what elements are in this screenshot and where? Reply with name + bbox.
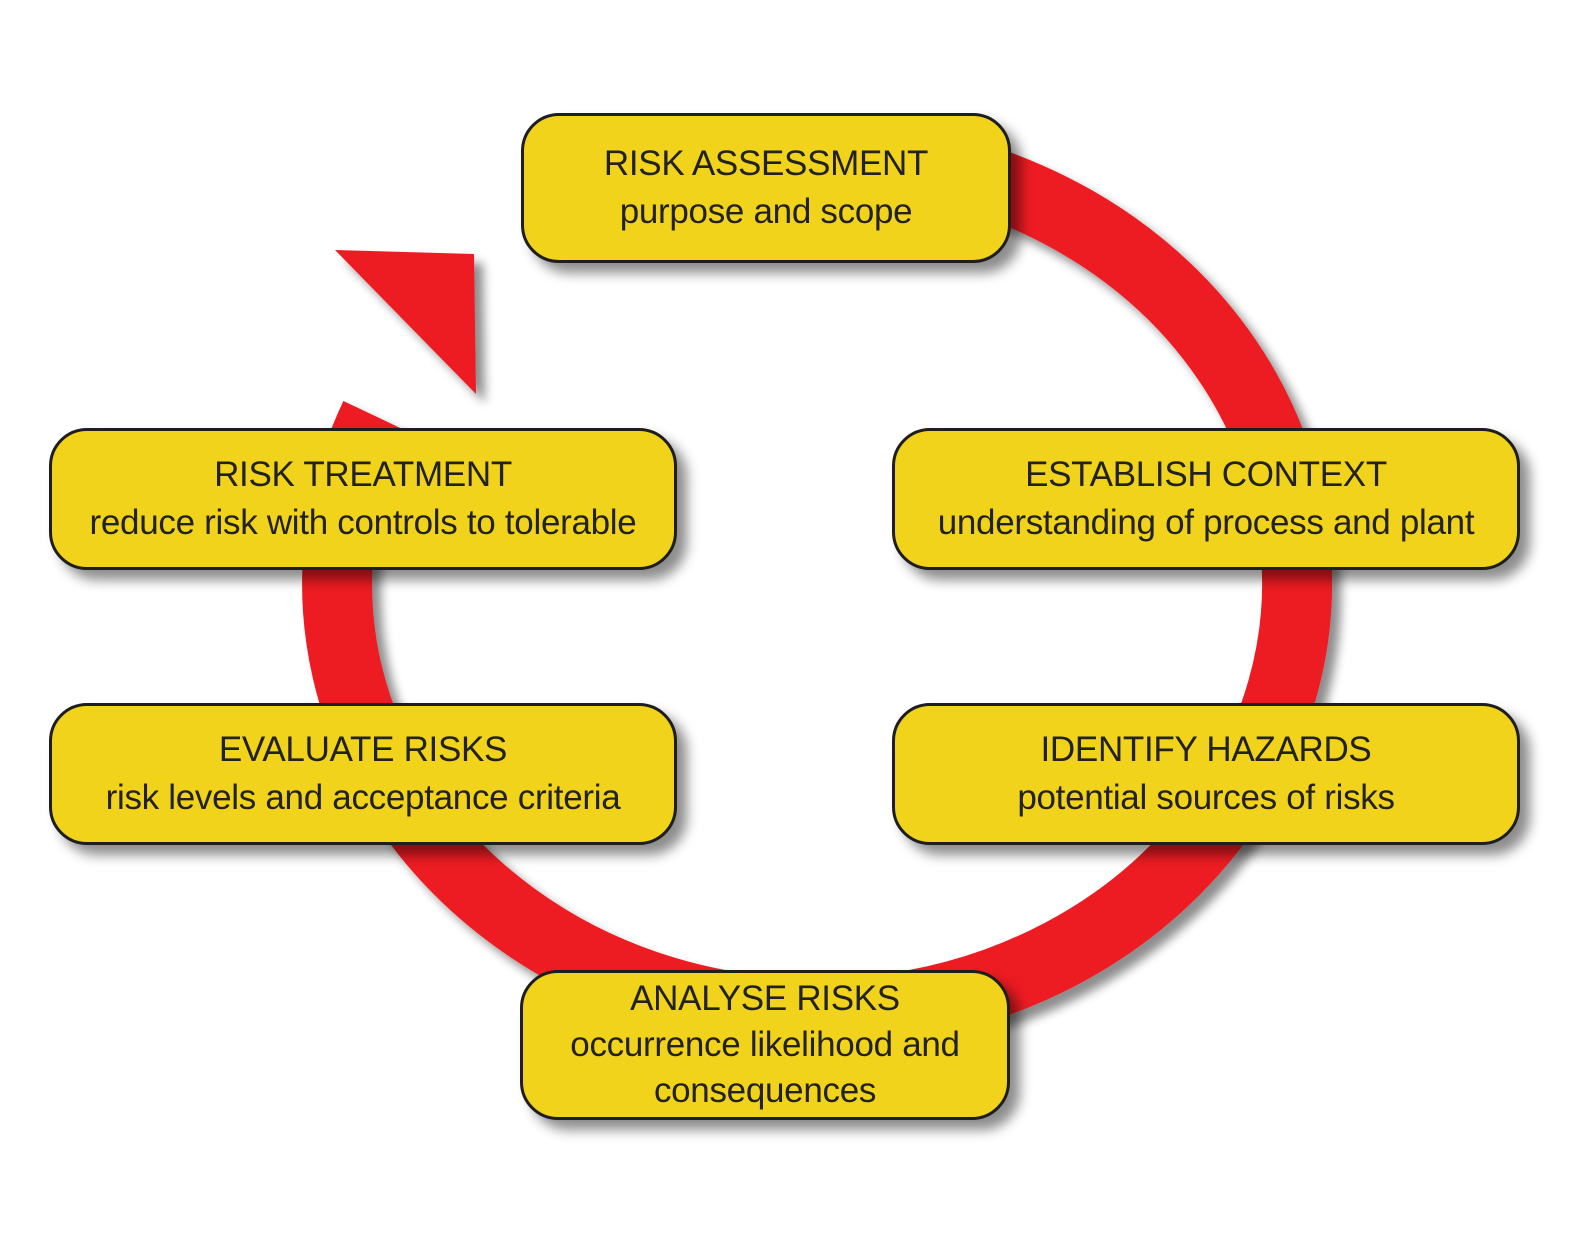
step-description: potential sources of risks [1017,778,1395,817]
step-title: RISK TREATMENT [214,455,512,494]
step-risk-assessment: RISK ASSESSMENT purpose and scope [521,113,1011,263]
step-description: risk levels and acceptance criteria [105,778,621,817]
cycle-arrow-ring [302,125,1333,1049]
step-title: RISK ASSESSMENT [603,144,929,183]
step-description: purpose and scope [619,192,913,231]
step-description-line-1: occurrence likelihood and [570,1025,960,1064]
step-analyse-risks: ANALYSE RISKS occurrence likelihood and … [520,970,1010,1120]
step-title: EVALUATE RISKS [218,730,508,769]
step-title: IDENTIFY HAZARDS [1040,730,1372,769]
step-evaluate-risks: EVALUATE RISKS risk levels and acceptanc… [49,703,677,845]
step-risk-treatment: RISK TREATMENT reduce risk with controls… [49,428,677,570]
step-title: ANALYSE RISKS [630,979,900,1018]
step-identify-hazards: IDENTIFY HAZARDS potential sources of ri… [892,703,1520,845]
step-establish-context: ESTABLISH CONTEXT understanding of proce… [892,428,1520,570]
cycle-arrow-head [335,250,476,394]
step-description: understanding of process and plant [937,503,1475,542]
step-description-line-2: consequences [653,1071,877,1110]
step-description: reduce risk with controls to tolerable [89,503,637,542]
step-title: ESTABLISH CONTEXT [1025,455,1387,494]
